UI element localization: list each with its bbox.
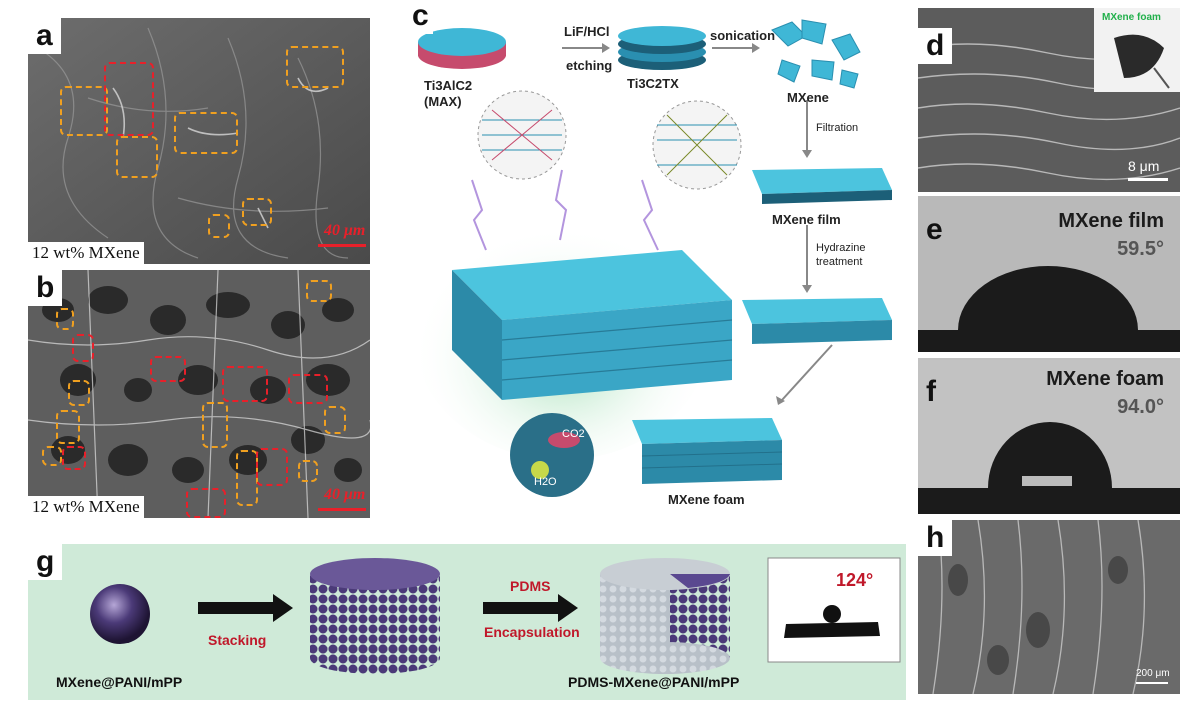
foam-block (452, 250, 733, 400)
panel-label: h (918, 520, 953, 556)
panel-label: g (28, 544, 63, 580)
mxene-label: MXene (787, 90, 829, 105)
highlight-box (298, 460, 318, 482)
crystal-zoom-left (477, 90, 567, 180)
bottom-foam (632, 418, 783, 484)
scale-bar (318, 508, 366, 511)
highlight-box (324, 406, 346, 434)
lightning-effects (471, 169, 659, 251)
panel-label: b (28, 270, 63, 306)
panel-b: b 12 wt% MXene 40 μm (28, 270, 370, 518)
panel-c-schematic (412, 19, 892, 497)
highlight-box (202, 402, 228, 448)
panel-d: MXene foam d 8 μm (918, 8, 1180, 192)
highlight-box (150, 356, 186, 382)
highlight-box (60, 86, 108, 136)
encapsulation-arrow (483, 594, 578, 622)
etch-label-line1: LiF/HCl (564, 24, 610, 39)
panel-caption: 12 wt% MXene (28, 242, 144, 264)
inset-angle: 124° (836, 570, 874, 590)
panel-g: g Stacking PDMS Encapsulation MXene@PANI… (28, 544, 906, 700)
crystal-zoom-right (652, 100, 742, 190)
highlight-box (174, 112, 238, 154)
scale-bar (1128, 178, 1168, 181)
h2o-label: H2O (534, 476, 557, 488)
co2-label: CO2 (562, 428, 585, 440)
scale-bar (318, 244, 366, 247)
mxene-flakes (771, 19, 861, 89)
scale-label: 200 μm (1136, 668, 1170, 679)
highlight-box (236, 450, 258, 506)
highlight-box (306, 280, 332, 302)
filtration-label: Filtration (816, 122, 859, 134)
highlight-box (116, 136, 158, 178)
max-label-line2: (MAX) (424, 94, 462, 109)
inset-label: MXene foam (1102, 12, 1161, 23)
stacking-label: Stacking (208, 632, 267, 648)
panel-label: a (28, 18, 61, 54)
max-label-line1: Ti3AlC2 (424, 78, 473, 93)
panel-label: c (412, 0, 433, 34)
panel-label: f (926, 375, 936, 408)
stacked-cylinder (310, 558, 440, 674)
hydrazine-label-line1: Hydrazine (816, 242, 866, 254)
ti3c2tx-stack (618, 26, 706, 70)
encapsulated-cylinder (600, 558, 730, 674)
highlight-box (288, 374, 328, 404)
contact-angle: 59.5° (1117, 238, 1164, 260)
panel-a-texture (28, 18, 370, 264)
droplet-title: MXene foam (1046, 368, 1164, 390)
droplet-film (918, 266, 1180, 352)
highlight-box (104, 62, 154, 136)
molecule-zoom (510, 413, 594, 497)
highlight-box (72, 334, 94, 362)
highlight-box (208, 214, 230, 238)
panel-c: c Ti3AlC2 (MAX) LiF/HCl etching Ti3C2TX … (412, 0, 908, 530)
pdms-label: PDMS (510, 578, 551, 594)
highlight-box (56, 308, 74, 330)
highlight-box (42, 446, 62, 466)
droplet-foam (918, 421, 1180, 514)
highlight-box (256, 448, 288, 486)
panel-caption: 12 wt% MXene (28, 496, 144, 518)
etch-label-line2: etching (566, 58, 613, 73)
max-disk (418, 28, 506, 69)
contact-angle-inset (767, 557, 901, 663)
scale-label: 8 μm (1128, 158, 1160, 174)
ti3c2tx-label: Ti3C2TX (627, 76, 679, 91)
panel-h-texture (918, 520, 1180, 694)
scale-label: 40 μm (324, 222, 366, 239)
panel-label: d (918, 28, 953, 64)
highlight-box (62, 446, 86, 470)
highlight-box (68, 380, 90, 406)
panel-e: e MXene film 59.5° (918, 196, 1180, 352)
stacking-arrow (198, 594, 293, 622)
hydrazine-label-line2: treatment (816, 256, 863, 268)
single-particle (90, 584, 150, 644)
panel-a: a 12 wt% MXene 40 μm (28, 18, 370, 264)
highlight-box (286, 46, 344, 88)
panel-b-texture (28, 270, 370, 518)
panel-h: h 200 μm (918, 520, 1180, 694)
panel-g-schematic (90, 557, 901, 674)
droplet-title: MXene film (1058, 210, 1164, 232)
highlight-box (242, 198, 272, 226)
inset-photo: MXene foam (1094, 8, 1180, 92)
highlight-box (222, 366, 268, 402)
sonication-label: sonication (710, 28, 776, 43)
panel-f: f MXene foam 94.0° (918, 358, 1180, 514)
treated-film (742, 298, 892, 344)
encapsulation-label: Encapsulation (484, 624, 580, 640)
highlight-box (56, 410, 80, 444)
scale-bar (1136, 682, 1168, 684)
scale-label: 40 μm (324, 486, 366, 503)
film-label: MXene film (772, 212, 841, 227)
contact-angle: 94.0° (1117, 396, 1164, 418)
left-material-label: MXene@PANI/mPP (56, 674, 183, 690)
right-material-label: PDMS-MXene@PANI/mPP (568, 674, 740, 690)
foam-label: MXene foam (668, 492, 745, 507)
panel-label: e (926, 213, 943, 246)
highlight-box (186, 488, 226, 518)
mxene-film (752, 168, 892, 204)
